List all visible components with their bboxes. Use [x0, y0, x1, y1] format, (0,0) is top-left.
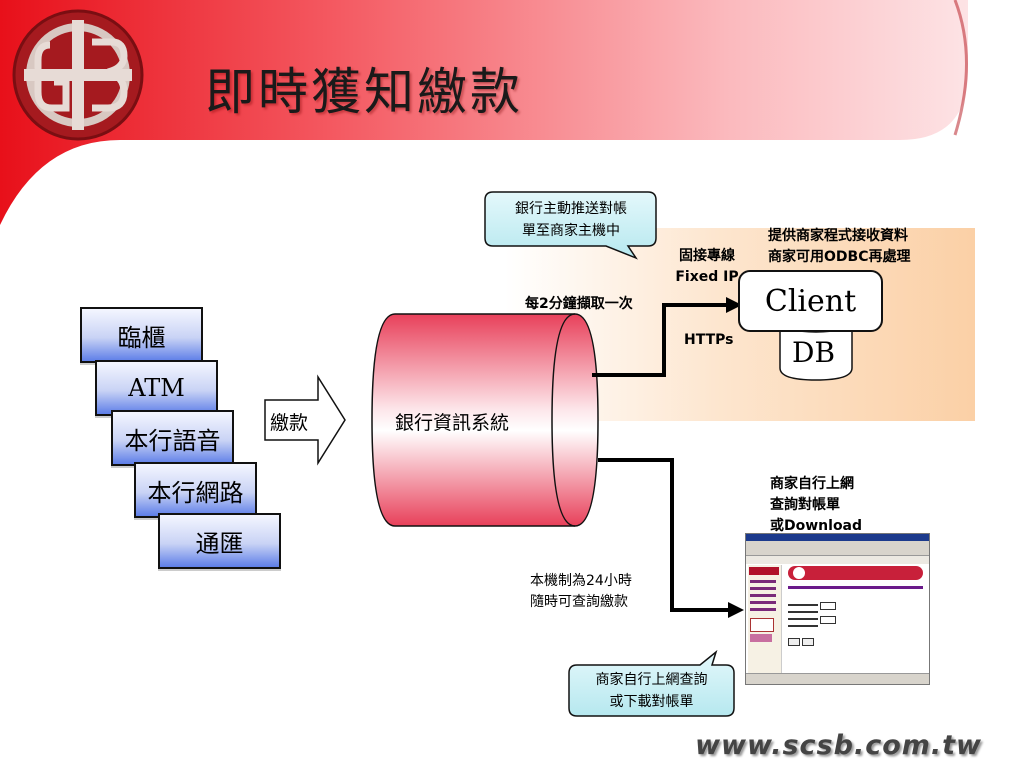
query-arrow-to-browser: [598, 458, 730, 612]
bank-system-label: 銀行資訊系統: [395, 412, 510, 434]
payment-label: 繳款: [270, 412, 309, 434]
channel-counter: 臨櫃: [80, 307, 203, 363]
fixed-line-en: Fixed IP: [675, 269, 739, 285]
callout-bottom-text: 商家自行上網查詢 或下載對帳單: [569, 669, 734, 713]
page-title: 即時獲知繳款: [205, 63, 523, 121]
https-label: HTTPs: [684, 332, 734, 348]
callout-bottom-line-2: 或下載對帳單: [609, 694, 694, 710]
mechanism-label: 本機制為24小時 隨時可查詢繳款: [530, 571, 632, 613]
client-box: Client: [738, 270, 883, 332]
fixed-line-label: 固接專線 Fixed IP: [672, 246, 742, 288]
merchant-online-label: 商家自行上網 查詢對帳單 或Download: [770, 474, 862, 537]
channel-internet-banking: 本行網路: [134, 462, 257, 518]
website-url: www.scsb.com.tw: [695, 730, 982, 761]
db-label: DB: [792, 336, 836, 369]
mechanism-line-2: 隨時可查詢繳款: [530, 594, 628, 610]
channel-remittance: 通匯: [158, 513, 281, 569]
fixed-line-zh: 固接專線: [679, 248, 735, 264]
client-label: Client: [764, 283, 857, 319]
bank-logo-icon: [12, 9, 144, 141]
polling-label: 每2分鐘擷取一次: [525, 296, 633, 312]
merchant-online-line-2: 查詢對帳單: [770, 497, 840, 513]
callout-top-text: 銀行主動推送對帳 單至商家主機中: [488, 198, 654, 242]
merchant-program-line-2: 商家可用ODBC再處理: [768, 249, 911, 265]
browser-screenshot-thumbnail: [745, 533, 930, 685]
merchant-online-line-1: 商家自行上網: [770, 476, 854, 492]
push-arrow-to-client: [592, 303, 728, 377]
merchant-online-line-3: 或Download: [770, 518, 863, 534]
callout-top-line-1: 銀行主動推送對帳: [515, 201, 627, 217]
callout-top-line-2: 單至商家主機中: [522, 223, 620, 239]
merchant-program-line-1: 提供商家程式接收資料: [768, 228, 908, 244]
channel-atm: ATM: [95, 360, 218, 416]
merchant-program-label: 提供商家程式接收資料 商家可用ODBC再處理: [768, 226, 910, 268]
channel-phone-banking: 本行語音: [111, 410, 234, 466]
callout-top-shape: [484, 191, 657, 260]
payment-arrow: [264, 374, 346, 466]
header-band: [0, 0, 968, 225]
mechanism-line-1: 本機制為24小時: [530, 573, 632, 589]
callout-bottom-line-1: 商家自行上網查詢: [595, 672, 708, 688]
bank-system-cylinder: [371, 313, 599, 527]
callout-bottom-shape: [568, 649, 735, 717]
